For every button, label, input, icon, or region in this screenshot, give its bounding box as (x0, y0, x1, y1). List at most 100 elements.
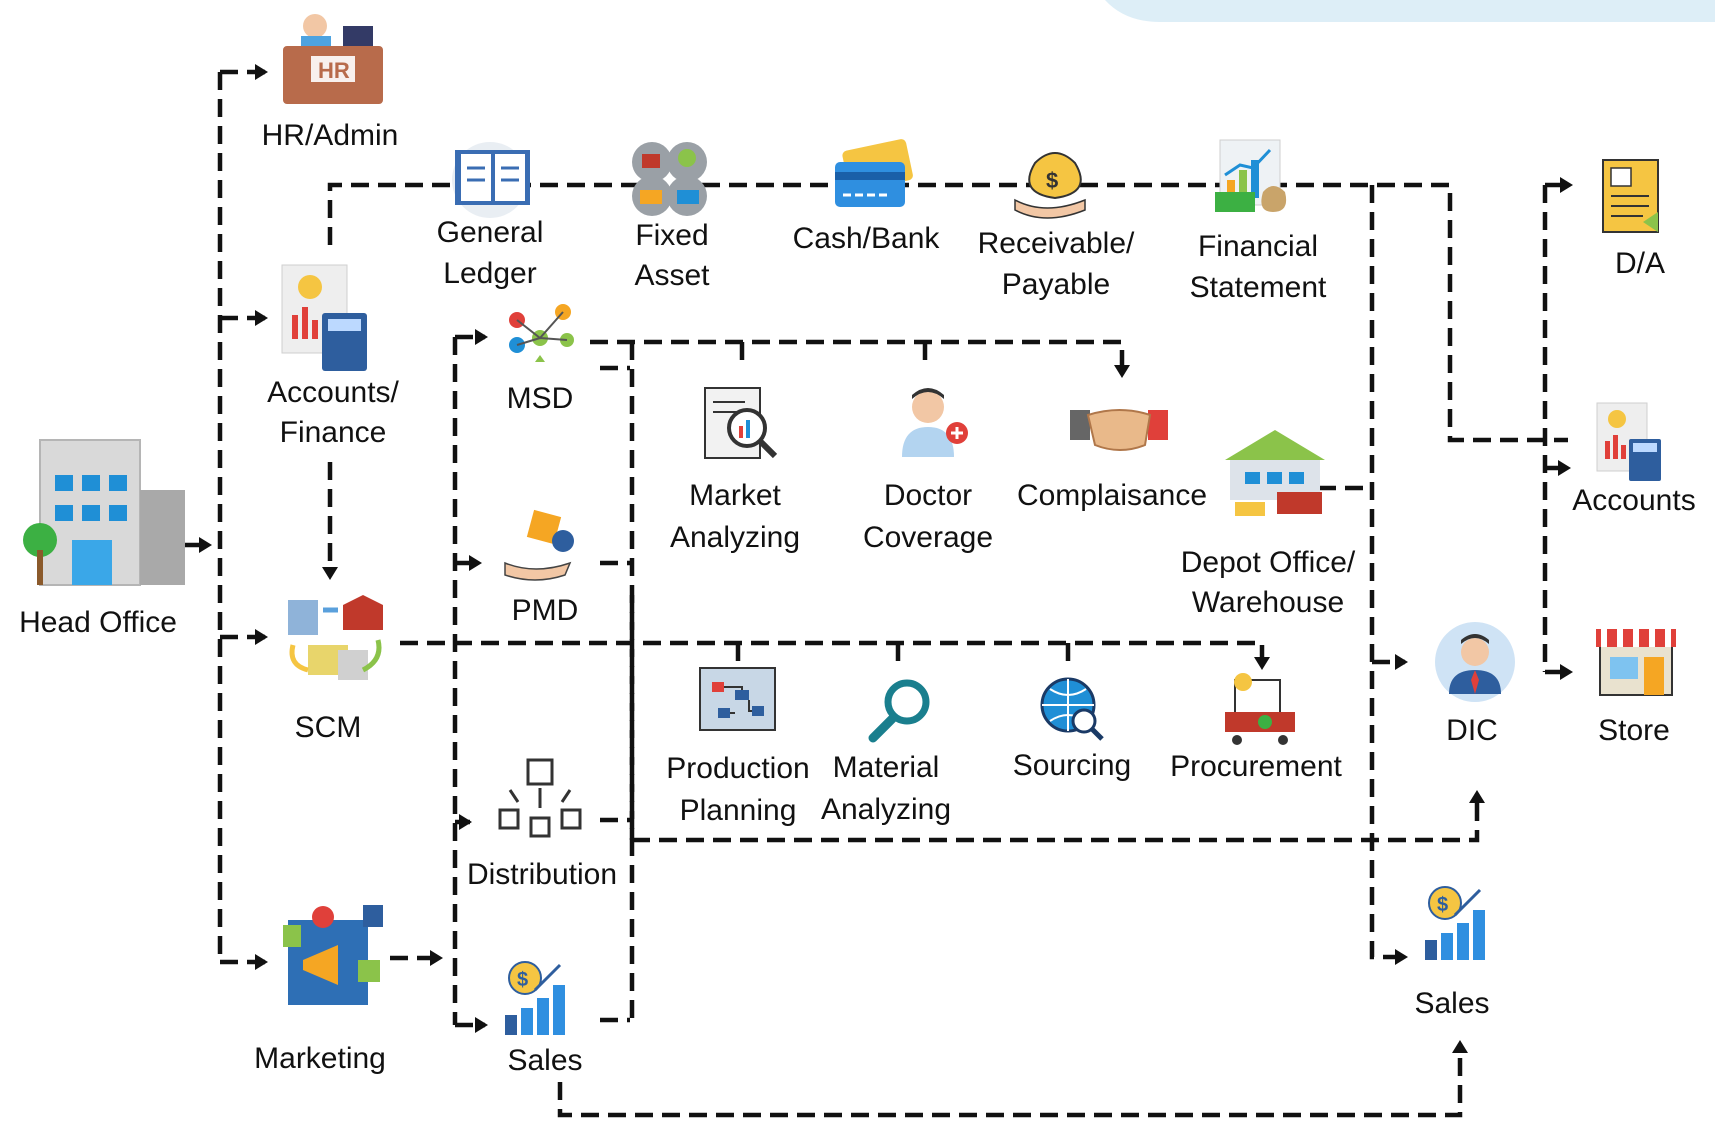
node-doctor-coverage-line1: Doctor (884, 479, 972, 512)
blueprint-icon (699, 667, 776, 731)
node-financial-statement-line1: Financial (1198, 230, 1318, 263)
arrowhead-head-office (199, 537, 212, 553)
arrowhead-sales-right (1395, 949, 1408, 965)
node-dic: DIC (1446, 714, 1498, 747)
magnifier-icon (868, 679, 930, 743)
node-marketing: Marketing (254, 1042, 386, 1075)
arrowhead-complaisance (1114, 365, 1130, 378)
node-material-analyzing-line1: Material (833, 751, 940, 784)
node-accounts: Accounts (1572, 484, 1695, 517)
arrowhead-scm (255, 629, 268, 645)
node-fixed-asset-line2: Asset (634, 259, 710, 292)
node-pmd: PMD (512, 594, 579, 627)
arrowhead-accounts (1558, 460, 1571, 476)
ledger-book-icon (452, 142, 530, 218)
node-material-analyzing-line2: Analyzing (821, 793, 951, 826)
product-hand-gear-icon (504, 509, 574, 581)
node-production-planning-line1: Production (666, 752, 809, 785)
sales-growth-icon: $ (505, 961, 565, 1035)
arrowhead-dic-up (1469, 790, 1485, 803)
arrowhead-procurement (1254, 657, 1270, 670)
arrowhead-sales-up (1452, 1040, 1468, 1053)
arrowhead-msd (475, 329, 488, 345)
supply-chain-icon (288, 595, 383, 680)
node-receivable-payable-line2: Payable (1002, 268, 1110, 301)
node-sales-right: Sales (1414, 987, 1489, 1020)
storefront-icon (1596, 629, 1676, 696)
svg-text:$: $ (517, 969, 528, 991)
node-doctor-coverage-line2: Coverage (863, 521, 993, 554)
sales-growth-icon: $ (1425, 886, 1485, 960)
node-da: D/A (1615, 247, 1665, 280)
svg-text:HR: HR (318, 58, 350, 83)
node-production-planning-line2: Planning (680, 794, 797, 827)
fixed-asset-icon (632, 142, 707, 216)
arrowhead-sales-left (475, 1017, 488, 1033)
distribution-boxes-icon (498, 758, 582, 838)
arrowhead-finance (255, 310, 268, 326)
arrowhead-distribution (459, 814, 472, 830)
arrowhead-marketing-group (430, 950, 443, 966)
warehouse-truck-icon (1225, 430, 1325, 516)
edge-finance-top (327, 182, 1568, 443)
edge-sales-left-to-right (557, 1050, 1463, 1118)
node-scm: SCM (295, 711, 362, 744)
office-building-icon (23, 439, 185, 586)
megaphone-social-icon (283, 905, 383, 1005)
node-sales-left: Sales (507, 1044, 582, 1077)
arrowhead-marketing (255, 954, 268, 970)
node-receivable-payable-line1: Receivable/ (978, 227, 1135, 260)
node-cash-bank: Cash/Bank (793, 222, 941, 255)
node-procurement: Procurement (1170, 750, 1342, 783)
arrowhead-store (1560, 664, 1573, 680)
node-sourcing: Sourcing (1013, 749, 1131, 782)
money-bag-hand-icon: $ (1014, 152, 1086, 219)
workflow-nodes-icon (509, 304, 574, 362)
node-general-ledger-line1: General (437, 216, 544, 249)
doctor-icon (902, 388, 968, 457)
node-accounts-finance-line1: Accounts/ (267, 376, 399, 409)
node-distribution: Distribution (467, 858, 617, 891)
node-msd: MSD (507, 382, 574, 415)
edge-scm-right (400, 640, 1265, 667)
node-head-office: Head Office (19, 606, 177, 639)
node-depot-office-line2: Warehouse (1192, 586, 1344, 619)
node-hr-admin: HR/Admin (262, 119, 399, 152)
node-general-ledger-line2: Ledger (443, 257, 536, 290)
node-complaisance: Complaisance (1017, 479, 1207, 512)
svg-text:$: $ (1437, 894, 1448, 916)
document-icon (1602, 159, 1659, 233)
node-fixed-asset-line1: Fixed (635, 219, 708, 252)
node-accounts-finance-line2: Finance (280, 416, 387, 449)
node-labels: Head Office HR/Admin Accounts/ Finance S… (19, 119, 1696, 1077)
edge-msd-ticks (739, 342, 928, 362)
node-market-analyzing-line2: Analyzing (670, 521, 800, 554)
node-market-analyzing-line1: Market (689, 479, 781, 512)
arrowhead-finance-scm (322, 567, 338, 580)
accounts-report-icon (1596, 402, 1661, 481)
edge-box-to-dic (632, 800, 1480, 843)
arrowhead-hr (255, 64, 268, 80)
node-depot-office-line1: Depot Office/ (1181, 546, 1356, 579)
node-financial-statement-line2: Statement (1190, 271, 1327, 304)
corner-decoration (1105, 0, 1715, 22)
businessman-avatar-icon (1435, 622, 1515, 702)
globe-search-icon (1040, 677, 1104, 741)
arrowhead-da (1560, 177, 1573, 193)
node-store: Store (1598, 714, 1670, 747)
financial-chart-icon (1215, 139, 1287, 212)
edge-group-outputs (600, 365, 630, 1023)
finance-report-calculator-icon (281, 264, 367, 371)
arrowheads (199, 64, 1573, 1053)
report-magnifier-icon (704, 387, 778, 459)
handshake-icon (1070, 409, 1168, 451)
edge-msd-top (590, 339, 1125, 375)
edge-depot-column (1369, 185, 1405, 960)
cart-invoice-icon (1225, 673, 1295, 745)
arrowhead-dic (1395, 654, 1408, 670)
credit-cards-icon (835, 139, 913, 207)
svg-text:$: $ (1046, 168, 1058, 193)
arrowhead-pmd (469, 555, 482, 571)
edge-scm-ticks (735, 643, 1071, 670)
